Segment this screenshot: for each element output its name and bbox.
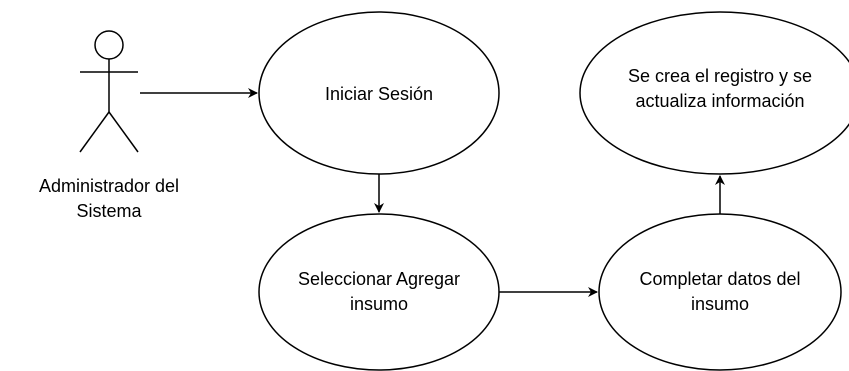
use-case-complete-data-label-line1: Completar datos del bbox=[639, 269, 800, 289]
use-case-login-label: Iniciar Sesión bbox=[325, 84, 433, 104]
use-case-select-add-label-line1: Seleccionar Agregar bbox=[298, 269, 460, 289]
use-case-complete-data-label-line2: insumo bbox=[691, 294, 749, 314]
use-case-select-add bbox=[258, 213, 500, 371]
use-case-record-created-label-line1: Se crea el registro y se bbox=[628, 66, 812, 86]
actor-left-leg bbox=[79, 111, 110, 153]
actor-label-line2: Sistema bbox=[76, 201, 142, 221]
actor-label-line1: Administrador del bbox=[39, 176, 179, 196]
use-case-record-created bbox=[579, 11, 849, 175]
use-case-complete-data bbox=[598, 213, 842, 371]
use-case-record-created-label-line2: actualiza información bbox=[635, 91, 804, 111]
actor-figure bbox=[79, 30, 139, 153]
actor-right-leg bbox=[108, 111, 139, 153]
actor-head bbox=[94, 30, 124, 60]
use-case-select-add-label-line2: insumo bbox=[350, 294, 408, 314]
